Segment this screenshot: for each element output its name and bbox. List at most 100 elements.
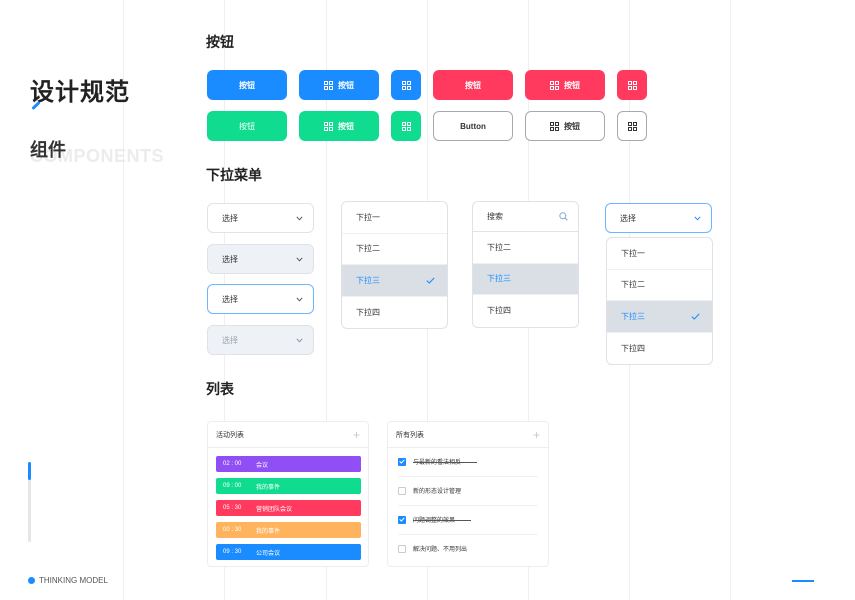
- red-icon-button[interactable]: 按钮: [525, 70, 605, 100]
- green-button[interactable]: 按钮: [207, 111, 287, 141]
- green-icon-button[interactable]: 按钮: [299, 111, 379, 141]
- check-icon: [426, 277, 435, 284]
- buttons-section-title: 按钮: [206, 34, 234, 50]
- checkbox-checked[interactable]: [398, 515, 406, 524]
- dropdown-section-title: 下拉菜单: [206, 167, 262, 183]
- scrollbar-thumb[interactable]: [28, 462, 31, 480]
- list-section-title: 列表: [206, 381, 234, 397]
- select-disabled[interactable]: 选择: [207, 325, 314, 355]
- chevron-down-icon: [694, 215, 701, 221]
- event-label: 营销团队会议: [256, 506, 293, 513]
- todo-item[interactable]: 新的形态设计管理: [398, 486, 538, 495]
- select-default[interactable]: 选择: [207, 203, 314, 233]
- todo-text: 新的形态设计管理: [413, 489, 462, 495]
- menu-item-label: 下拉一: [621, 248, 645, 258]
- todo-item[interactable]: 解决问题、不用列出: [398, 544, 538, 553]
- button-label: 按钮: [338, 121, 354, 131]
- todo-text: 与最新的看法相反: [413, 457, 478, 466]
- red-icon-only-button[interactable]: [617, 70, 647, 100]
- outline-icon-only-button[interactable]: [617, 111, 647, 141]
- button-label: 按钮: [338, 80, 354, 90]
- blue-button[interactable]: 按钮: [207, 70, 287, 100]
- activity-list-title: 活动列表: [216, 431, 244, 439]
- event-time: 09 : 30: [223, 549, 242, 555]
- checkbox-checked[interactable]: [398, 457, 406, 466]
- search-input[interactable]: 搜索: [473, 202, 578, 232]
- select-label: 选择: [222, 213, 238, 223]
- menu-item[interactable]: 下拉四: [473, 295, 578, 327]
- menu-item-label: 下拉三: [487, 274, 511, 284]
- event-item[interactable]: 02 : 00 会议: [216, 456, 361, 472]
- grid-icon: [401, 121, 411, 131]
- select-label: 选择: [222, 254, 238, 264]
- menu-item-label: 下拉三: [356, 275, 380, 285]
- menu-item[interactable]: 下拉二: [473, 232, 578, 264]
- event-label: 公司会议: [256, 550, 281, 557]
- button-label: 按钮: [465, 80, 481, 90]
- outline-button[interactable]: Button: [433, 111, 513, 141]
- event-label: 我的事件: [256, 484, 281, 491]
- menu-item-selected[interactable]: 下拉三: [342, 265, 447, 297]
- select-hover[interactable]: 选择: [207, 244, 314, 274]
- chevron-down-icon: [296, 337, 303, 343]
- select-label: 选择: [620, 213, 636, 223]
- menu-item-label: 下拉二: [487, 242, 511, 252]
- grid-icon: [550, 121, 559, 131]
- event-item[interactable]: 09 : 30 公司会议: [216, 544, 361, 560]
- menu-item[interactable]: 下拉二: [607, 270, 712, 301]
- menu-item-label: 下拉四: [487, 306, 511, 316]
- menu-item[interactable]: 下拉一: [607, 238, 712, 270]
- todo-text: 问题调整的效果: [413, 515, 472, 524]
- check-icon: [399, 459, 405, 464]
- vertical-scrollbar[interactable]: [28, 462, 31, 542]
- grid-icon: [627, 121, 637, 131]
- check-icon: [691, 313, 700, 320]
- event-time: 02 : 00: [223, 461, 242, 467]
- dropdown-menu-basic: 下拉一 下拉二 下拉三 下拉四: [341, 201, 448, 329]
- blue-icon-button[interactable]: 按钮: [299, 70, 379, 100]
- checkbox[interactable]: [398, 544, 406, 553]
- menu-item-label: 下拉四: [621, 343, 645, 353]
- blue-icon-only-button[interactable]: [391, 70, 421, 100]
- menu-item[interactable]: 下拉二: [342, 234, 447, 265]
- subtitle-english: COMPONENTS: [30, 146, 165, 166]
- menu-item[interactable]: 下拉四: [607, 333, 712, 365]
- menu-item-selected[interactable]: 下拉三: [473, 263, 578, 295]
- todo-item[interactable]: 问题调整的效果: [398, 515, 538, 524]
- select-focused[interactable]: 选择: [207, 284, 314, 314]
- button-label: 按钮: [564, 121, 580, 131]
- brand-dot-icon: [28, 577, 35, 584]
- outline-icon-button[interactable]: 按钮: [525, 111, 605, 141]
- red-button[interactable]: 按钮: [433, 70, 513, 100]
- menu-item-label: 下拉三: [621, 311, 645, 321]
- grid-icon: [324, 121, 333, 131]
- menu-item-selected[interactable]: 下拉三: [607, 301, 712, 333]
- search-placeholder: 搜索: [487, 212, 503, 221]
- all-list-panel: 所有列表 + 与最新的看法相反新的形态设计管理问题调整的效果解决问题、不用列出: [387, 421, 549, 567]
- plus-icon[interactable]: +: [532, 427, 540, 442]
- event-label: 会议: [256, 462, 269, 469]
- chevron-down-icon: [296, 215, 303, 221]
- grid-icon: [550, 80, 559, 90]
- dropdown-menu-search: 搜索 下拉二 下拉三 下拉四: [472, 201, 579, 328]
- menu-item[interactable]: 下拉四: [342, 297, 447, 329]
- chevron-down-icon: [296, 296, 303, 302]
- select-label: 选择: [222, 335, 238, 345]
- divider: [398, 476, 538, 477]
- all-list-header: 所有列表 +: [388, 422, 548, 448]
- select-open[interactable]: 选择: [605, 203, 712, 233]
- todo-item[interactable]: 与最新的看法相反: [398, 457, 538, 466]
- menu-item-label: 下拉二: [621, 280, 645, 290]
- brand-name: THINKING MODEL: [39, 576, 108, 585]
- button-label: Button: [460, 121, 486, 131]
- grid-icon: [324, 80, 333, 90]
- checkbox[interactable]: [398, 486, 406, 495]
- menu-item[interactable]: 下拉一: [342, 202, 447, 234]
- check-icon: [399, 517, 405, 522]
- green-icon-only-button[interactable]: [391, 111, 421, 141]
- plus-icon[interactable]: +: [352, 427, 360, 442]
